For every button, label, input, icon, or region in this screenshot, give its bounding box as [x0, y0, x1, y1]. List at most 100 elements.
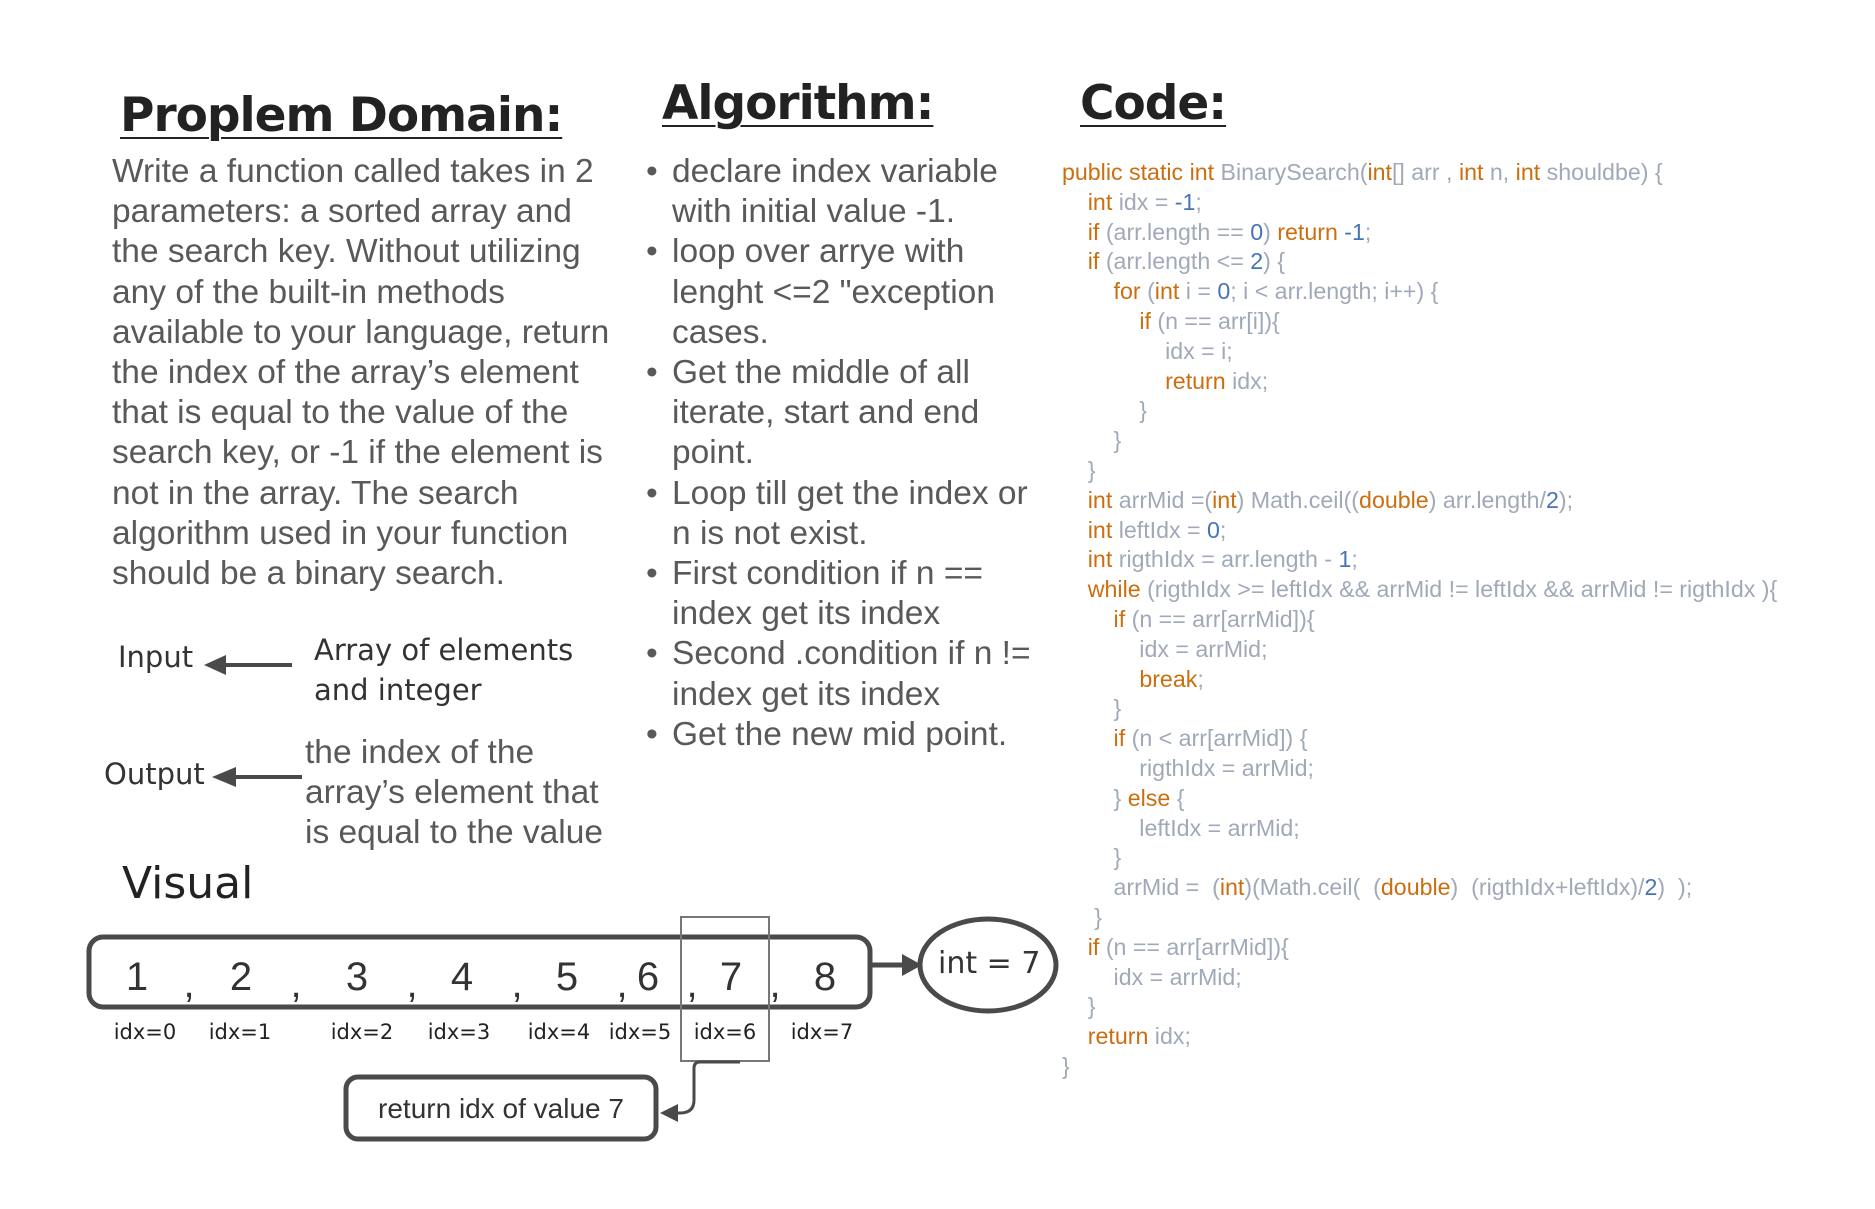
- index-label: idx=7: [790, 1020, 854, 1044]
- array-value: 8: [813, 955, 837, 999]
- result-label: return idx of value 7: [378, 1093, 624, 1124]
- bullet-icon: •: [646, 715, 658, 753]
- code-keyword: if: [1113, 725, 1132, 752]
- result-arrow-icon: [660, 1104, 678, 1122]
- code-text: (: [1147, 278, 1155, 305]
- target-ellipse: [917, 916, 1059, 1014]
- algorithm-step-text: Get the new mid point.: [672, 715, 1008, 753]
- code-text: }: [1062, 993, 1096, 1020]
- code-text: ) arr.length/: [1428, 486, 1546, 513]
- index-label: idx=2: [330, 1020, 394, 1044]
- input-label: Input: [118, 640, 194, 674]
- code-text: {: [1176, 784, 1185, 811]
- target-arrow-icon: [902, 954, 922, 976]
- array-separator: ,: [769, 962, 781, 1006]
- code-keyword: if: [1087, 218, 1106, 245]
- code-line: int idx = -1;: [1062, 188, 1777, 218]
- code-block: public static int BinarySearch(int[] arr…: [1062, 158, 1777, 1082]
- array-value: 3: [345, 955, 369, 999]
- problem-description: Write a function called takes in 2 param…: [112, 153, 610, 593]
- code-line: }: [1062, 694, 1777, 724]
- code-text: ;: [1351, 546, 1358, 573]
- code-line: while (rigthIdx >= leftIdx && arrMid != …: [1062, 575, 1777, 605]
- algorithm-step: •declare index variable with initial val…: [646, 152, 1046, 232]
- code-line: }: [1062, 1052, 1777, 1082]
- problem-domain-heading: Proplem Domain:: [120, 88, 563, 143]
- input-arrow-icon: [204, 655, 292, 675]
- code-text: (arr.length <=: [1105, 248, 1251, 275]
- code-text: i =: [1185, 278, 1218, 305]
- code-line: }: [1062, 426, 1777, 456]
- code-keyword: if: [1113, 605, 1132, 632]
- array-value: 2: [229, 955, 253, 999]
- input-description: Array of elements and integer: [314, 630, 573, 710]
- array-box: [86, 934, 873, 1010]
- code-line: idx = i;: [1062, 337, 1777, 367]
- code-text: ) (rigthIdx+leftIdx)/: [1450, 874, 1645, 901]
- code-number: 2: [1545, 486, 1559, 513]
- code-line: if (n < arr[arrMid]) {: [1062, 724, 1777, 754]
- code-text: );: [1558, 486, 1574, 513]
- visual-heading: Visual: [122, 858, 254, 909]
- bullet-icon: •: [646, 635, 658, 673]
- algorithm-step-text: Second .condition if n != index get its …: [672, 635, 1031, 713]
- code-text: }: [1062, 456, 1096, 483]
- code-keyword: if: [1087, 933, 1106, 960]
- code-keyword: public static int: [1062, 159, 1221, 185]
- code-keyword: int: [1087, 188, 1119, 215]
- code-line: } else {: [1062, 784, 1777, 814]
- code-number: 0: [1250, 218, 1264, 245]
- code-line: }: [1062, 992, 1777, 1022]
- code-line: break;: [1062, 665, 1777, 695]
- code-text: idx = arrMid;: [1062, 963, 1242, 990]
- bullet-icon: •: [646, 233, 658, 271]
- code-text: BinarySearch(: [1220, 159, 1368, 185]
- code-text: (arr.length ==: [1105, 218, 1251, 245]
- code-text: (n == arr[arrMid]){: [1105, 933, 1289, 960]
- code-keyword: int: [1515, 159, 1547, 185]
- algorithm-step-text: declare index variable with initial valu…: [672, 153, 998, 231]
- code-number: 0: [1217, 278, 1231, 305]
- code-text: ;: [1364, 218, 1372, 245]
- code-text: }: [1062, 903, 1102, 930]
- code-text: }: [1062, 695, 1122, 722]
- code-keyword: int: [1212, 486, 1237, 513]
- code-line: }: [1062, 456, 1777, 486]
- algorithm-step-text: Get the middle of all iterate, start and…: [672, 354, 980, 472]
- code-text: ): [1263, 218, 1278, 245]
- code-number: 2: [1644, 874, 1658, 901]
- array-separator: ,: [290, 962, 302, 1006]
- array-separator: ,: [183, 962, 195, 1006]
- code-line: int leftIdx = 0;: [1062, 516, 1777, 546]
- code-keyword: int: [1154, 278, 1186, 305]
- code-keyword: int: [1087, 486, 1119, 513]
- array-separator: ,: [511, 962, 523, 1006]
- code-text: leftIdx = arrMid;: [1062, 814, 1300, 841]
- code-number: 0: [1207, 516, 1220, 543]
- algorithm-step-text: loop over arrye with lenght <=2 "excepti…: [672, 233, 995, 351]
- code-text: ;: [1195, 188, 1202, 215]
- output-description: the index of the array’s element that is…: [305, 734, 603, 852]
- code-line: int rigthIdx = arr.length - 1;: [1062, 545, 1777, 575]
- code-text: idx;: [1232, 367, 1269, 394]
- code-line: if (arr.length <= 2) {: [1062, 247, 1777, 277]
- code-number: -1: [1174, 188, 1196, 215]
- index-label: idx=4: [527, 1020, 591, 1044]
- code-text: shouldbe) {: [1546, 159, 1663, 185]
- array-value: 4: [450, 955, 474, 999]
- code-keyword: int: [1219, 874, 1245, 901]
- code-text: )(Math.ceil( (: [1244, 874, 1381, 901]
- code-line: public static int BinarySearch(int[] arr…: [1062, 158, 1777, 188]
- input-description-line1: Array of elements: [314, 633, 574, 667]
- code-text: ) {: [1263, 248, 1286, 275]
- output-arrow-icon: [212, 767, 302, 787]
- code-text: arrMid = (: [1062, 874, 1220, 901]
- algorithm-step-text: First condition if n == index get its in…: [672, 555, 983, 633]
- algorithm-step: •Loop till get the index or n is not exi…: [646, 474, 1046, 554]
- code-line: }: [1062, 396, 1777, 426]
- code-keyword: return: [1165, 367, 1233, 394]
- code-text: rigthIdx = arr.length -: [1118, 546, 1339, 573]
- code-line: return idx;: [1062, 367, 1777, 397]
- code-text: ) Math.ceil((: [1236, 486, 1360, 513]
- algorithm-heading: Algorithm:: [662, 76, 934, 131]
